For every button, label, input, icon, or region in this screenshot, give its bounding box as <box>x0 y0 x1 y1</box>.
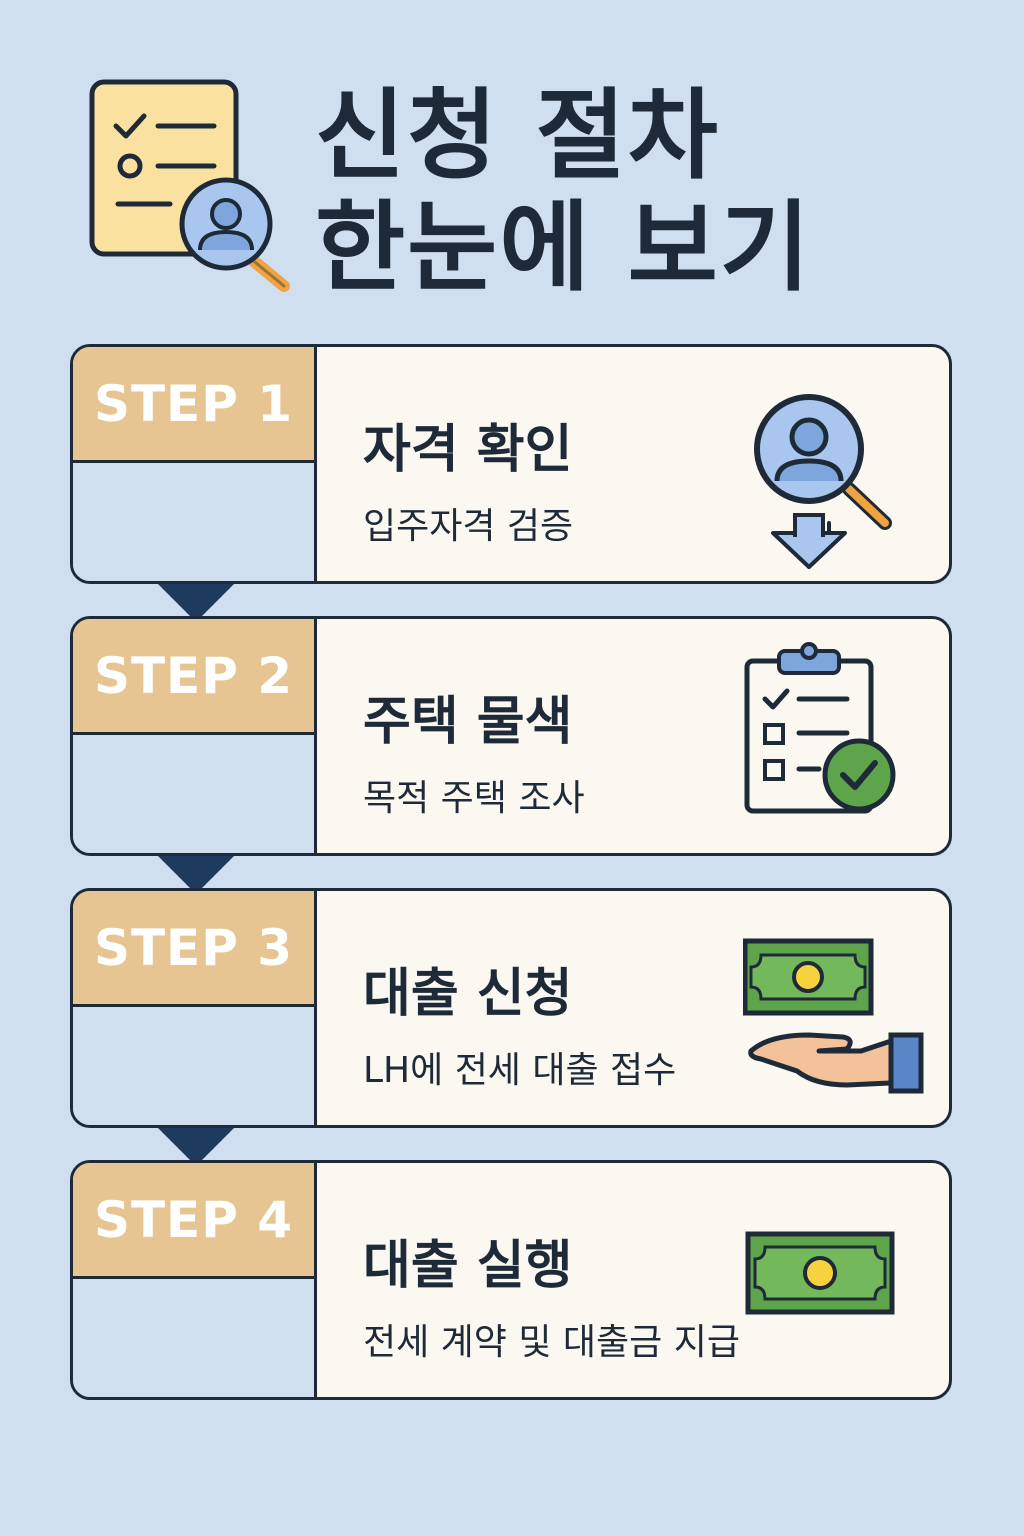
step-description: 전세 계약 및 대출금 지급 <box>363 1322 740 1363</box>
step-description: 입주자격 검증 <box>363 506 574 547</box>
step-card-1: STEP 1 자격 확인 입주자격 검증 <box>70 344 952 584</box>
step-side-panel: STEP 4 <box>73 1163 317 1397</box>
step-badge: STEP 2 <box>73 619 314 735</box>
step-card-3: STEP 3 대출 신청 LH에 전세 대출 접수 <box>70 888 952 1128</box>
step-badge: STEP 1 <box>73 347 314 463</box>
page-title: 신청 절차 한눈에 보기 <box>315 80 995 304</box>
step-description: 목적 주택 조사 <box>363 778 585 819</box>
step-title: 대출 신청 <box>363 964 573 1024</box>
step-badge: STEP 4 <box>73 1163 314 1279</box>
step-title: 자격 확인 <box>363 420 573 480</box>
clipboard-check-icon <box>744 642 896 814</box>
step-title: 대출 실행 <box>363 1236 573 1296</box>
step-description: LH에 전세 대출 접수 <box>363 1050 677 1091</box>
title-line-2: 한눈에 보기 <box>315 191 812 305</box>
step-side-panel: STEP 2 <box>73 619 317 853</box>
step-badge: STEP 3 <box>73 891 314 1007</box>
step-title: 주택 물색 <box>363 692 573 752</box>
step-side-panel: STEP 3 <box>73 891 317 1125</box>
step-card-2: STEP 2 주택 물색 목적 주택 조사 <box>70 616 952 856</box>
title-line-1: 신청 절차 <box>315 79 720 193</box>
person-search-icon <box>754 394 892 569</box>
step-side-panel: STEP 1 <box>73 347 317 581</box>
checklist-magnifier-icon <box>89 79 290 292</box>
cash-hand-icon <box>743 938 924 1094</box>
step-card-4: STEP 4 대출 실행 전세 계약 및 대출금 지급 <box>70 1160 952 1400</box>
banknote-icon <box>745 1231 895 1315</box>
